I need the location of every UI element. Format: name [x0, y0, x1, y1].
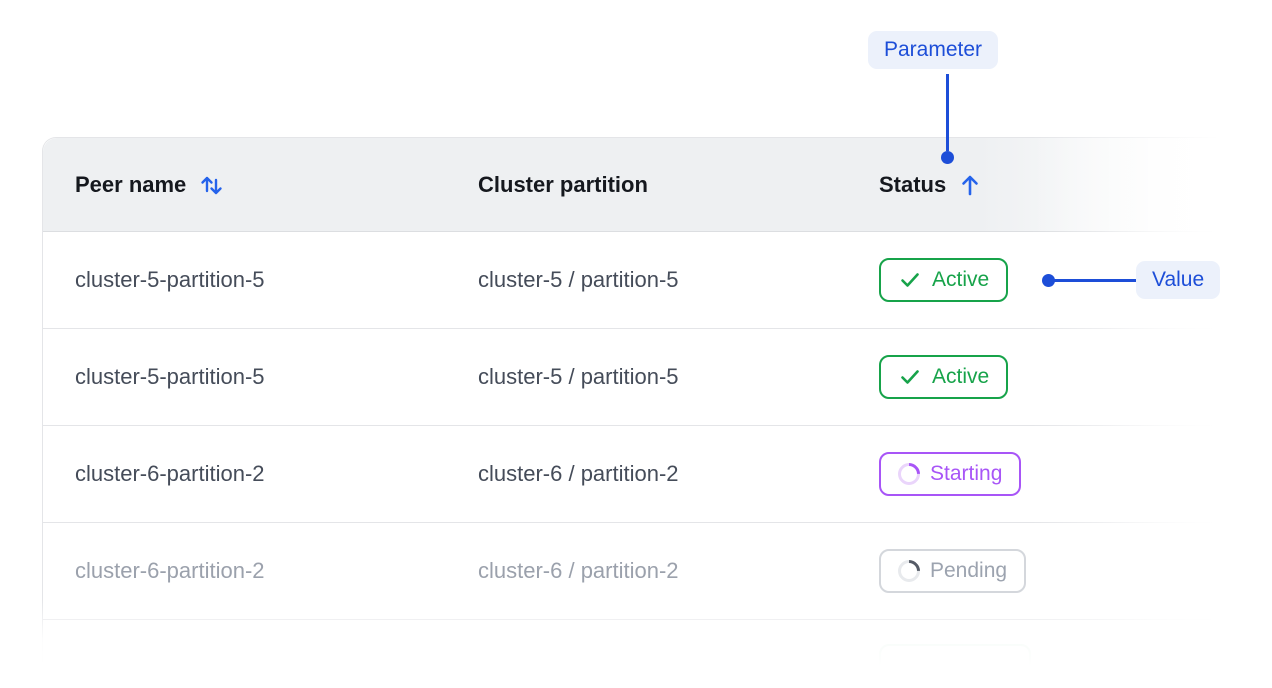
- table-row: cluster-5-partition-5 cluster-5 / partit…: [43, 329, 1272, 425]
- peer-name-cell: cluster-5-partition-5: [75, 267, 265, 292]
- table-body: cluster-5-partition-5 cluster-5 / partit…: [43, 232, 1272, 620]
- cluster-partition-cell: cluster-5 / partition-5: [478, 267, 679, 292]
- value-connector-dot: [1042, 274, 1055, 287]
- cluster-partition-cell: cluster-5 / partition-5: [478, 364, 679, 389]
- row-divider: [43, 425, 1272, 426]
- row-divider: [43, 522, 1272, 523]
- row-divider: [43, 328, 1272, 329]
- status-cell: Active: [879, 355, 1272, 399]
- peer-name-cell: cluster-6-partition-2: [75, 461, 265, 486]
- status-cell: Active: [879, 258, 1272, 302]
- sort-both-icon: [198, 171, 225, 199]
- parameter-connector-line: [946, 74, 949, 151]
- row-divider: [43, 619, 1272, 620]
- peer-name-header-label: Peer name: [75, 171, 187, 197]
- cluster-partition-cell: cluster-6 / partition-2: [478, 558, 679, 583]
- status-header-label: Status: [879, 171, 947, 197]
- spinner-icon: [893, 458, 925, 490]
- column-header-peer-name[interactable]: Peer name: [75, 171, 478, 199]
- value-connector-line: [1048, 279, 1136, 282]
- status-badge: Pending: [879, 549, 1027, 593]
- partial-row-badge: [879, 644, 1031, 688]
- parameter-annotation-pill: Parameter: [868, 31, 999, 69]
- cluster-partition-cell: cluster-6 / partition-2: [478, 461, 679, 486]
- sort-ascending-icon: [958, 171, 982, 199]
- status-cell: Pending: [879, 549, 1272, 593]
- check-icon: [898, 365, 922, 389]
- peers-table: Peer name Cluster partition Status: [42, 137, 1272, 688]
- header-divider: [43, 231, 1272, 232]
- status-badge: Active: [879, 258, 1009, 302]
- spinner-icon: [893, 555, 925, 587]
- status-badge: Active: [879, 355, 1009, 399]
- column-header-status[interactable]: Status: [879, 171, 1272, 199]
- table-header-row: Peer name Cluster partition Status: [43, 138, 1272, 231]
- table-row: cluster-5-partition-5 cluster-5 / partit…: [43, 232, 1272, 328]
- cluster-partition-header-label: Cluster partition: [478, 171, 648, 197]
- peer-name-cell: cluster-5-partition-5: [75, 364, 265, 389]
- column-header-cluster-partition[interactable]: Cluster partition: [478, 172, 879, 198]
- check-icon: [898, 268, 922, 292]
- table-row: cluster-6-partition-2 cluster-6 / partit…: [43, 426, 1272, 522]
- status-badge: Starting: [879, 452, 1022, 496]
- table-row: cluster-6-partition-2 cluster-6 / partit…: [43, 523, 1272, 619]
- value-annotation-pill: Value: [1136, 261, 1221, 299]
- status-cell: Starting: [879, 452, 1272, 496]
- parameter-connector-dot: [941, 151, 954, 164]
- peer-name-cell: cluster-6-partition-2: [75, 558, 265, 583]
